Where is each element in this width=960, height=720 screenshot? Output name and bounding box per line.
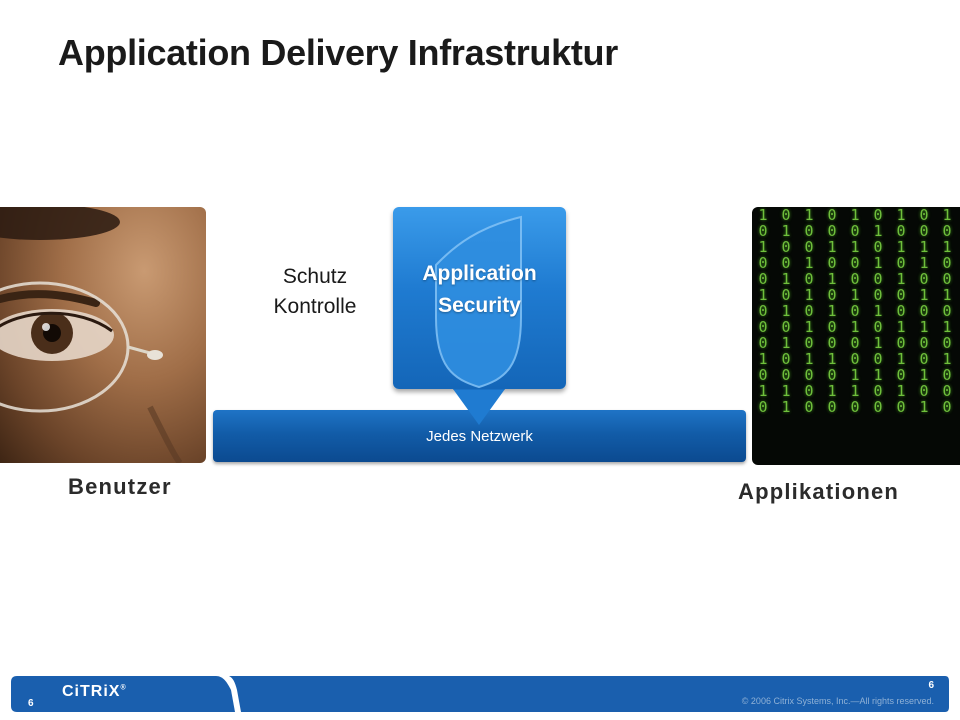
security-box-line2: Security xyxy=(438,294,521,317)
security-box-line1: Application xyxy=(422,262,537,285)
matrix-column: 1010100101010 xyxy=(896,207,906,416)
user-label: Benutzer xyxy=(68,474,172,499)
page-number-right: 6 xyxy=(928,680,934,691)
matrix-column: 0101001010100 xyxy=(873,207,883,416)
matrix-column: 1010010001010 xyxy=(758,207,768,416)
matrix-column: 0010101001010 xyxy=(827,207,837,416)
side-label-line1: Schutz xyxy=(282,265,348,288)
matrix-column: 1010010100110 xyxy=(850,207,860,416)
slide-title: Application Delivery Infrastruktur xyxy=(58,32,618,73)
shield-icon xyxy=(435,215,522,425)
user-photo xyxy=(0,207,206,463)
matrix-column: 1010010101000 xyxy=(942,207,952,416)
security-box-label: Application Security xyxy=(393,258,566,322)
matrix-column: 0100101010011 xyxy=(781,207,791,416)
applications-matrix-image: 1010010001010 0100101010011 100101010100… xyxy=(752,207,960,465)
side-label-line2: Kontrolle xyxy=(273,295,357,318)
applications-label: Applikationen xyxy=(738,479,900,504)
matrix-column: 0011010100101 xyxy=(919,207,929,416)
matrix-column: 1001010101000 xyxy=(804,207,814,416)
protection-control-label: Schutz Kontrolle xyxy=(256,262,374,322)
logo-text: CiTRiX xyxy=(62,683,121,700)
footer-bar: CiTRiX® 6 6 © 2006 Citrix Systems, Inc.—… xyxy=(11,676,949,712)
copyright-notice: © 2006 Citrix Systems, Inc.—All rights r… xyxy=(741,696,934,706)
page-number-left: 6 xyxy=(28,698,34,709)
logo-trademark: ® xyxy=(120,684,126,692)
citrix-logo: CiTRiX® xyxy=(62,683,126,701)
network-label: Jedes Netzwerk xyxy=(426,428,533,445)
